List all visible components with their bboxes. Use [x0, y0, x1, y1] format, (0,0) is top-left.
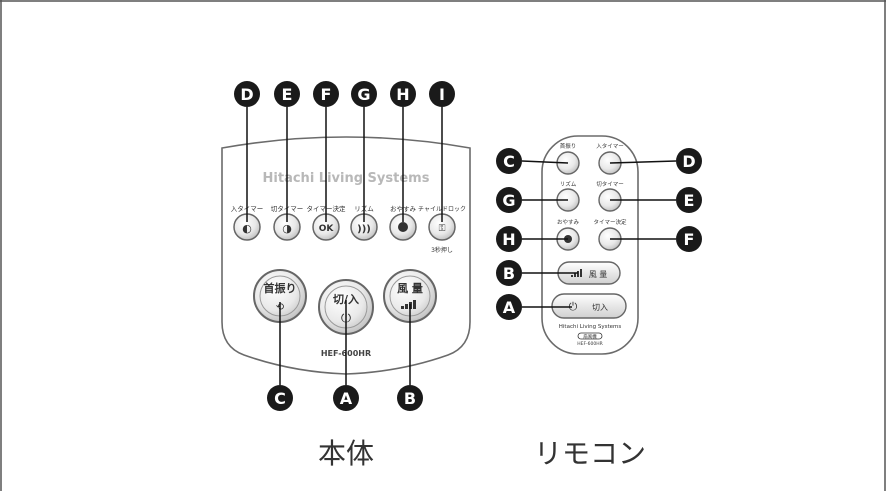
remote-wide-buttons: 風 量 ⏻ 切入: [551, 261, 627, 319]
remote-airflow-level-icon: [571, 269, 582, 277]
body-child-lock-sublabel: 3秒押し: [431, 246, 453, 254]
badge-d-remote: D: [676, 148, 702, 174]
svg-text:I: I: [439, 85, 445, 104]
remote-power-label: 切入: [592, 303, 608, 312]
svg-text:A: A: [503, 298, 516, 317]
body-on-timer-symbol: ◐: [242, 222, 252, 235]
svg-text:C: C: [503, 152, 515, 171]
badge-e-remote: E: [676, 187, 702, 213]
remote-model-text: HEF-600HR: [577, 341, 603, 347]
power-icon: ⏻: [569, 300, 578, 313]
body-rhythm-symbol: ))): [357, 224, 371, 235]
svg-text:E: E: [282, 85, 293, 104]
badge-b-remote: B: [496, 260, 522, 286]
body-sleep-button[interactable]: おやすみ: [389, 205, 417, 241]
svg-text:A: A: [340, 389, 353, 408]
body-caption: 本体: [318, 437, 374, 470]
remote-sleep-button[interactable]: おやすみ: [556, 218, 580, 251]
body-small-buttons: 入タイマー ◐ 切タイマー ◑ タイマー決定 OK リズム ))) おやすみ: [231, 204, 466, 254]
svg-text:F: F: [321, 85, 332, 104]
svg-text:G: G: [502, 191, 515, 210]
body-power-label: 切/入: [333, 293, 359, 306]
body-airflow-label: 風 量: [397, 282, 423, 295]
badge-h-body: H: [390, 81, 416, 107]
remote-badges: C D G E H F B A: [496, 148, 702, 320]
remote-on-timer-label: 入タイマー: [596, 142, 624, 150]
body-timer-set-symbol: OK: [319, 224, 335, 234]
svg-text:G: G: [357, 85, 370, 104]
remote-on-timer-button[interactable]: 入タイマー: [596, 142, 624, 175]
svg-text:D: D: [682, 152, 695, 171]
body-top-badges: D E F G H I: [234, 81, 455, 107]
badge-f-remote: F: [676, 226, 702, 252]
svg-text:E: E: [684, 191, 695, 210]
body-off-timer-symbol: ◑: [282, 222, 292, 235]
remote-leader-lines: [521, 160, 677, 308]
badge-c-body: C: [267, 385, 293, 411]
remote-rhythm-label: リズム: [560, 180, 577, 188]
badge-b-body: B: [397, 385, 423, 411]
remote-timer-set-label: タイマー決定: [593, 218, 627, 226]
remote-swing-label: 首振り: [560, 142, 577, 150]
remote-airflow-label: 風 量: [589, 270, 608, 279]
badge-e-body: E: [274, 81, 300, 107]
remote-off-timer-label: 切タイマー: [596, 180, 624, 188]
badge-i-body: I: [429, 81, 455, 107]
remote-body: Hitachi Living Systems 扇風機 HEF-600HR: [541, 135, 639, 355]
remote-brand-text: Hitachi Living Systems: [559, 324, 622, 330]
badge-a-remote: A: [496, 294, 522, 320]
body-bottom-badges: C A B: [267, 385, 423, 411]
badge-h-remote: H: [496, 226, 522, 252]
badge-g-body: G: [351, 81, 377, 107]
svg-text:B: B: [404, 389, 416, 408]
remote-plate-label: 扇風機: [583, 333, 597, 340]
svg-text:H: H: [502, 230, 515, 249]
body-child-lock-symbol: ⚿: [439, 224, 446, 234]
remote-sleep-label: おやすみ: [557, 218, 580, 226]
remote-rhythm-button[interactable]: リズム: [556, 180, 580, 212]
remote-swing-button[interactable]: 首振り: [556, 142, 580, 175]
badge-a-body: A: [333, 385, 359, 411]
remote-power-button[interactable]: ⏻ 切入: [551, 293, 627, 319]
svg-text:B: B: [503, 264, 515, 283]
svg-text:H: H: [396, 85, 409, 104]
svg-text:F: F: [684, 230, 695, 249]
body-swing-label: 首振り: [264, 281, 297, 295]
badge-c-remote: C: [496, 148, 522, 174]
badge-g-remote: G: [496, 187, 522, 213]
remote-off-timer-button[interactable]: 切タイマー: [596, 180, 624, 212]
body-leader-lines: [246, 107, 443, 385]
svg-text:C: C: [274, 389, 286, 408]
badge-f-body: F: [313, 81, 339, 107]
body-brand-text: Hitachi Living Systems: [263, 171, 430, 186]
remote-plate: [577, 332, 603, 340]
svg-text:D: D: [240, 85, 253, 104]
badge-d-body: D: [234, 81, 260, 107]
remote-caption: リモコン: [534, 437, 646, 470]
